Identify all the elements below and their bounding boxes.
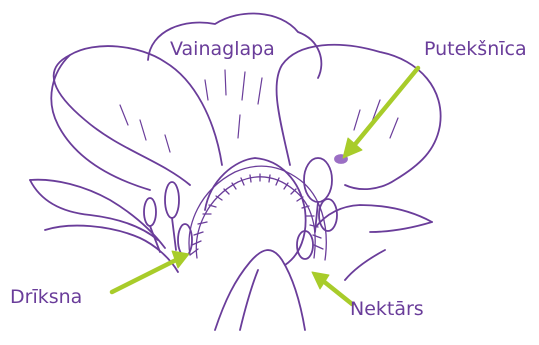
stem [215, 250, 305, 330]
arrow-pistil [112, 260, 176, 292]
sepal-right [315, 205, 432, 228]
label-nectary: Nektārs [350, 300, 424, 319]
stamens-right [297, 158, 337, 259]
label-anther: Putekšnīca [424, 40, 527, 59]
arrow-nectary-head [312, 272, 329, 289]
petal-right [277, 45, 441, 189]
label-corolla: Vainaglapa [170, 40, 275, 59]
arrow-anther [352, 68, 418, 148]
petal-left [54, 46, 222, 185]
arrow-nectary [322, 280, 352, 304]
label-pistil: Drīksna [10, 288, 82, 307]
